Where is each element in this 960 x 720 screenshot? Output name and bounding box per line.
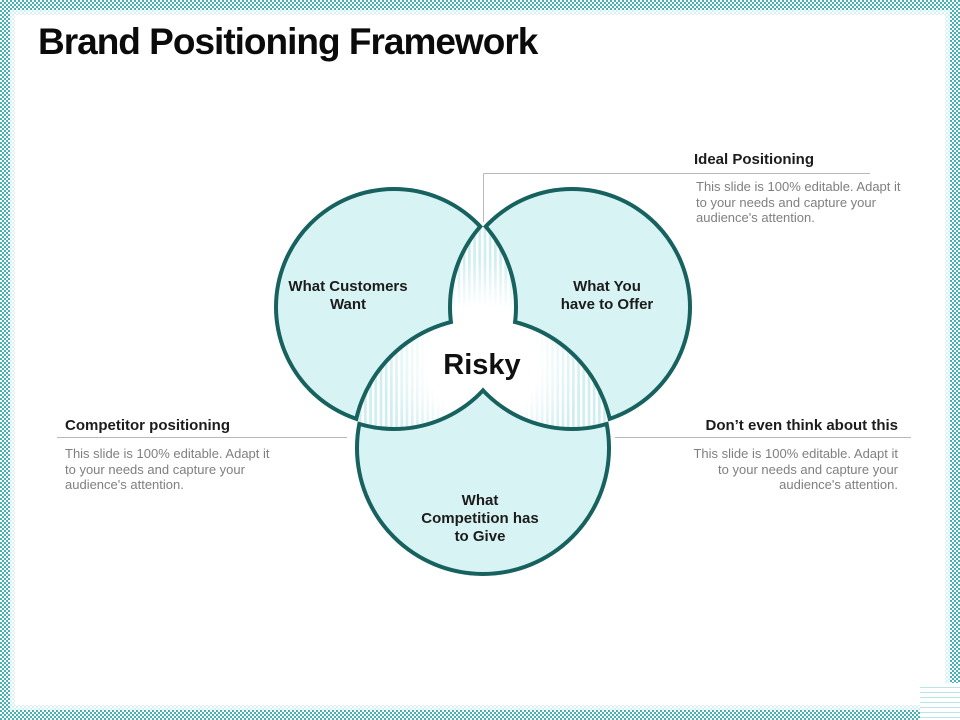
label-what-competition-has-to-give: What Competition has to Give <box>421 492 539 545</box>
dont-even-think-body: This slide is 100% editable. Adapt it to… <box>693 446 898 492</box>
connector-lines <box>57 173 911 438</box>
competitor-positioning-body: This slide is 100% editable. Adapt it to… <box>65 446 270 492</box>
ideal-positioning-body: This slide is 100% editable. Adapt it to… <box>696 179 901 225</box>
label-what-customers-want: What Customers Want <box>288 278 408 313</box>
circle-competition <box>270 183 696 580</box>
competitor-positioning-heading: Competitor positioning <box>65 417 230 434</box>
page-title: Brand Positioning Framework <box>38 21 538 62</box>
label-what-you-have-to-offer: What You have to Offer <box>560 278 654 313</box>
ideal-positioning-heading: Ideal Positioning <box>694 151 815 168</box>
corner-note-ornament <box>920 683 960 720</box>
dont-even-think-heading: Don’t even think about this <box>705 417 898 434</box>
label-risky: Risky <box>443 349 521 381</box>
